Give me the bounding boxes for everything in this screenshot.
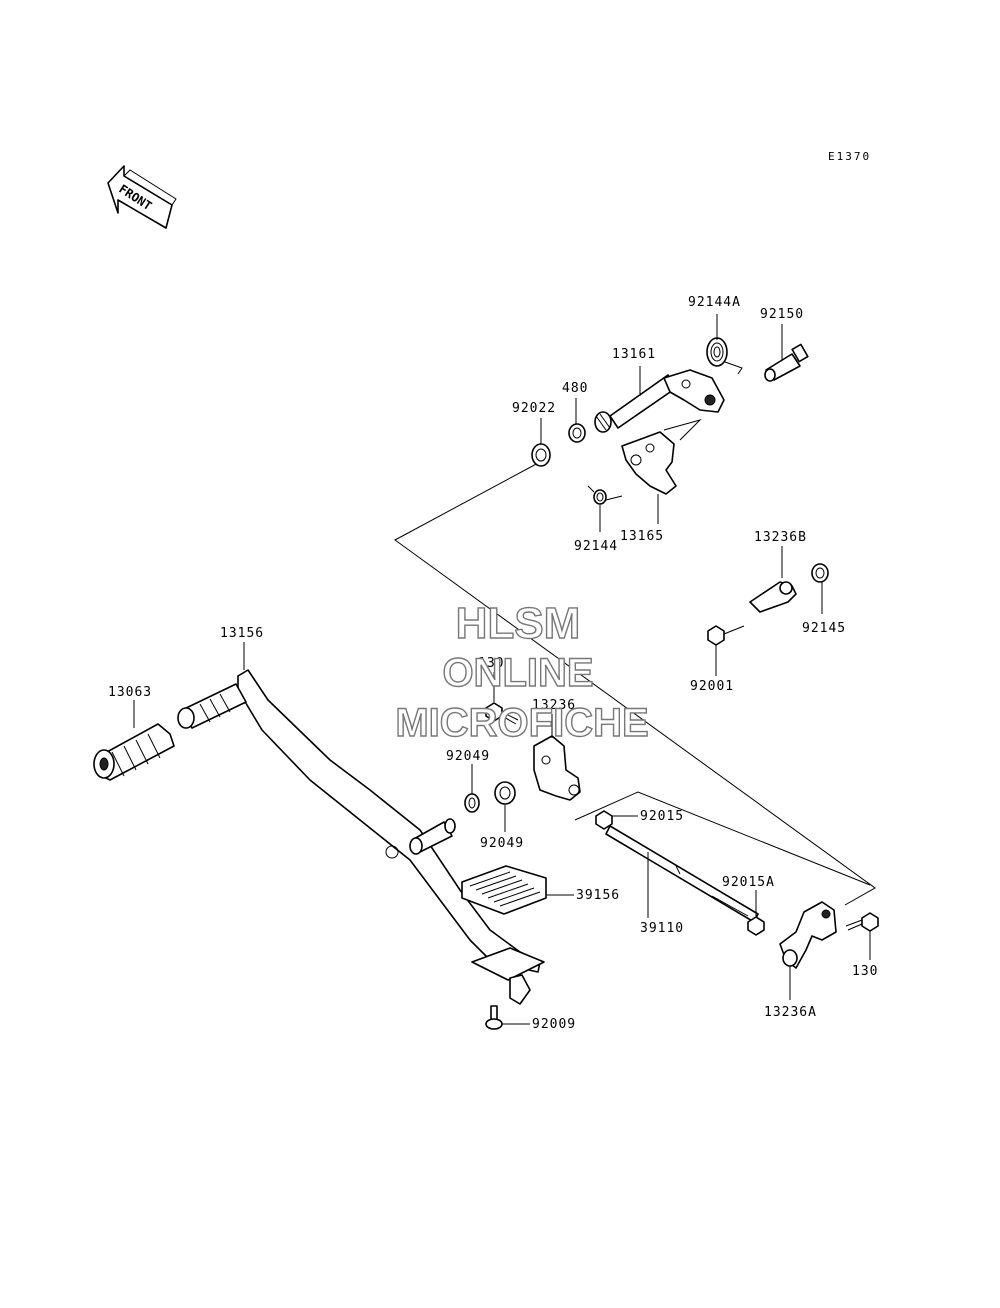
label-92015A: 92015A [722,875,775,890]
tie-rod-39110-part [605,825,759,923]
bolt-130-upper-part [485,702,519,725]
label-13063: 13063 [108,685,152,700]
label-130-upper: 130 [478,656,504,671]
spring-92144-part [587,485,623,505]
label-13236A: 13236A [764,1005,817,1020]
label-480: 480 [562,381,588,396]
joint-13236-part [533,735,581,801]
label-39110: 39110 [640,921,684,936]
label-130-lower: 130 [852,964,878,979]
circlip-480-part [568,423,586,443]
label-13165: 13165 [620,529,664,544]
peg-shaft-part [177,683,247,729]
shift-shaft-part [594,369,725,433]
lever-13236B-part [749,581,797,613]
leader-lines [133,314,871,1025]
label-92015: 92015 [640,809,684,824]
washer-92022-part [531,443,551,467]
diagram-code: E1370 [828,150,871,163]
watermark-line-2: ONLINE [442,651,593,695]
label-92144: 92144 [574,539,618,554]
nut-92015A-part [747,916,765,936]
pivot-shaft-part [409,818,456,855]
label-13236B: 13236B [754,530,807,545]
clip-92145-part [811,563,829,583]
label-92049-lower: 92049 [480,836,524,851]
washer-92049-right-part [494,781,516,805]
label-92150: 92150 [760,307,804,322]
bolt-92001-part [707,625,745,646]
watermark-line-3: MICROFICHE [395,701,648,745]
pin-92150-part [764,343,809,382]
rubber-13063-part [93,723,175,781]
label-92145: 92145 [802,621,846,636]
label-92144A: 92144A [688,295,741,310]
arm-plate-13165-part [621,419,702,495]
washer-92049-left-part [464,793,480,813]
watermark-line-1: HLSM [456,599,581,648]
nut-92015-part [595,810,613,830]
front-arrow-icon: FRONT [107,165,177,229]
label-92009: 92009 [532,1017,576,1032]
label-39156: 39156 [576,888,620,903]
joint-13236A-part [779,901,837,969]
bolt-92009-part [485,1005,503,1030]
bolt-130-lower-part [845,912,879,932]
assembly-frame-line [394,461,876,906]
label-92001: 92001 [690,679,734,694]
label-92049-upper: 92049 [446,749,490,764]
assembly-frame-line-2 [574,791,871,886]
label-13236: 13236 [532,698,576,713]
watermark: HLSM ONLINE MICROFICHE [395,598,650,745]
label-92022: 92022 [512,401,556,416]
label-13156: 13156 [220,626,264,641]
label-13161: 13161 [612,347,656,362]
pad-39156-part [461,865,547,915]
spring-92144A-part [706,337,743,375]
